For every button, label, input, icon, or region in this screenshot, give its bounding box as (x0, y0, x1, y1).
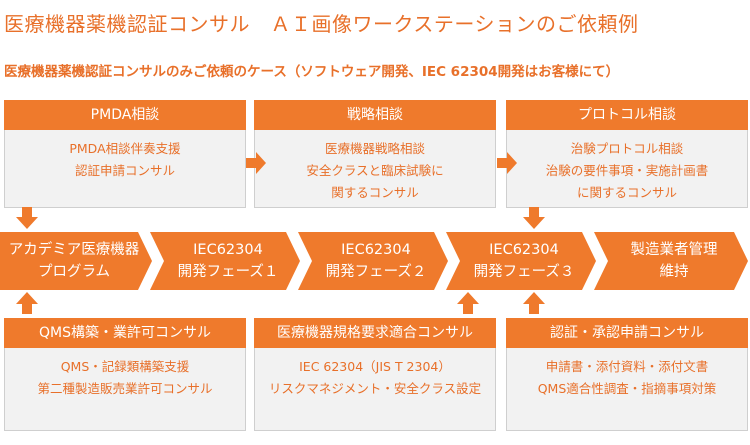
arrow-up-icon (457, 292, 479, 314)
arrow-down-icon (523, 207, 545, 229)
phase-development-2: IEC62304 開発フェーズ２ (308, 232, 444, 290)
card-protocol-consultation: プロトコル相談 治験プロトコル相談 治験の要件事項・実施計画書 に関するコンサル (506, 100, 748, 208)
card-standards-compliance-consultation: 医療機器規格要求適合コンサル IEC 62304（JIS T 2304） リスク… (254, 318, 496, 431)
phase-line: 製造業者管理 (630, 242, 718, 258)
phase-development-1: IEC62304 開発フェーズ１ (160, 232, 296, 290)
card-line: 医療機器戦略相談 (324, 141, 425, 156)
phase-shape (150, 232, 300, 290)
phase-line: IEC62304 (193, 242, 263, 258)
phase-flow (0, 232, 750, 290)
phase-line: 開発フェーズ１ (177, 264, 279, 280)
phase-flow-shapes (0, 232, 748, 290)
card-pmda-consultation: PMDA相談 PMDA相談伴奏支援 認証申請コンサル (4, 100, 246, 208)
arrow-right-icon (246, 152, 266, 174)
card-line: 第二種製造販売業許可コンサル (37, 381, 213, 396)
card-strategy-consultation: 戦略相談 医療機器戦略相談 安全クラスと臨床試験に 関するコンサル (254, 100, 496, 208)
phase-line: 開発フェーズ３ (473, 264, 575, 280)
page-title: 医療機器薬機認証コンサル ＡＩ画像ワークステーションのご依頼例 (4, 12, 639, 36)
card-line: 治験の要件事項・実施計画書 (545, 163, 709, 178)
card-body: PMDA相談伴奏支援 認証申請コンサル (4, 130, 246, 208)
phase-line: IEC62304 (489, 242, 559, 258)
card-line: 安全クラスと臨床試験に (306, 163, 444, 178)
phase-line: プログラム (37, 264, 111, 280)
phase-line: 維持 (659, 264, 689, 280)
phase-manufacturer-management: 製造業者管理 維持 (604, 232, 744, 290)
card-line: 申請書・添付資料・添付文書 (545, 359, 709, 374)
card-body: 治験プロトコル相談 治験の要件事項・実施計画書 に関するコンサル (506, 130, 748, 208)
card-line: IEC 62304（JIS T 2304） (299, 359, 451, 374)
card-body: 医療機器戦略相談 安全クラスと臨床試験に 関するコンサル (254, 130, 496, 208)
card-body: QMS・記録類構築支援 第二種製造販売業許可コンサル (4, 348, 246, 431)
card-body: IEC 62304（JIS T 2304） リスクマネジメント・安全クラス設定 (254, 348, 496, 431)
phase-shape (594, 232, 748, 290)
card-header: 戦略相談 (254, 100, 496, 130)
arrow-down-icon (16, 207, 38, 229)
card-certification-application-consultation: 認証・承認申請コンサル 申請書・添付資料・添付文書 QMS適合性調査・指摘事項対… (506, 318, 748, 431)
phase-shape (446, 232, 596, 290)
card-header: プロトコル相談 (506, 100, 748, 130)
phase-line: アカデミア医療機器 (8, 242, 140, 258)
page-subtitle: 医療機器薬機認証コンサルのみご依頼のケース（ソフトウェア開発、IEC 62304… (4, 64, 620, 80)
arrow-right-icon (497, 152, 517, 174)
card-line: QMS・記録類構築支援 (60, 359, 190, 374)
phase-shape (298, 232, 448, 290)
card-header: QMS構築・業許可コンサル (4, 318, 246, 348)
card-line: PMDA相談伴奏支援 (69, 141, 181, 156)
phase-development-3: IEC62304 開発フェーズ３ (456, 232, 592, 290)
phase-academia-program: アカデミア医療機器 プログラム (0, 232, 148, 290)
card-header: 認証・承認申請コンサル (506, 318, 748, 348)
arrow-up-icon (16, 292, 38, 314)
card-line: QMS適合性調査・指摘事項対策 (537, 381, 717, 396)
card-line: 認証申請コンサル (74, 163, 175, 178)
card-line: に関するコンサル (576, 185, 677, 200)
phase-line: IEC62304 (341, 242, 411, 258)
card-body: 申請書・添付資料・添付文書 QMS適合性調査・指摘事項対策 (506, 348, 748, 431)
arrow-up-icon (523, 292, 545, 314)
phase-line: 開発フェーズ２ (325, 264, 427, 280)
card-header: 医療機器規格要求適合コンサル (254, 318, 496, 348)
card-line: 関するコンサル (331, 185, 419, 200)
card-line: 治験プロトコル相談 (570, 141, 684, 156)
phase-shape (0, 232, 152, 290)
card-qms-license-consultation: QMS構築・業許可コンサル QMS・記録類構築支援 第二種製造販売業許可コンサル (4, 318, 246, 431)
card-header: PMDA相談 (4, 100, 246, 130)
card-line: リスクマネジメント・安全クラス設定 (268, 381, 482, 396)
